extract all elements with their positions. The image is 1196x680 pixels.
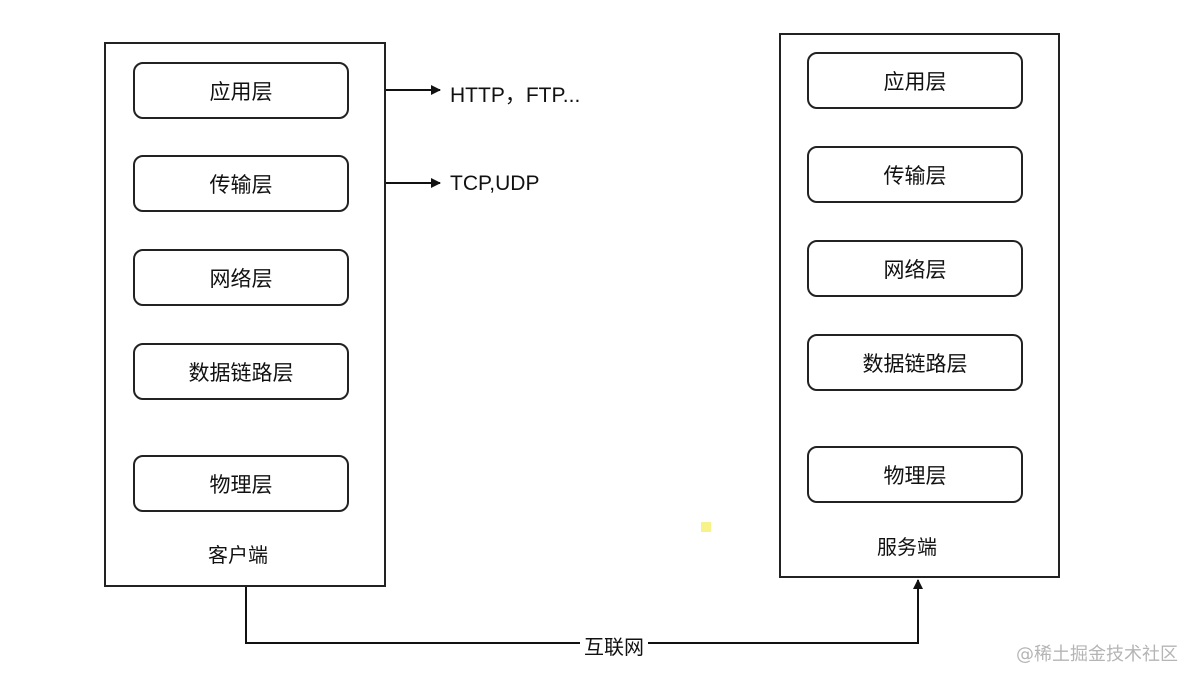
client-datalink-layer: 数据链路层 <box>133 343 349 400</box>
server-transport-layer: 传输层 <box>807 146 1023 203</box>
transport-protocols: TCP,UDP <box>450 172 540 195</box>
watermark: @稀土掘金技术社区 <box>1016 644 1178 665</box>
client-transport-layer: 传输层 <box>133 155 349 212</box>
client-network-layer: 网络层 <box>133 249 349 306</box>
server-datalink-layer: 数据链路层 <box>807 334 1023 391</box>
server-application-layer: 应用层 <box>807 52 1023 109</box>
server-network-layer: 网络层 <box>807 240 1023 297</box>
client-label: 客户端 <box>208 543 268 567</box>
client-application-layer: 应用层 <box>133 62 349 119</box>
application-protocols: HTTP，FTP... <box>450 84 581 107</box>
internet-label: 互联网 <box>580 631 648 660</box>
server-physical-layer: 物理层 <box>807 446 1023 503</box>
client-physical-layer: 物理层 <box>133 455 349 512</box>
cursor-highlight <box>701 522 711 532</box>
server-label: 服务端 <box>877 535 937 559</box>
